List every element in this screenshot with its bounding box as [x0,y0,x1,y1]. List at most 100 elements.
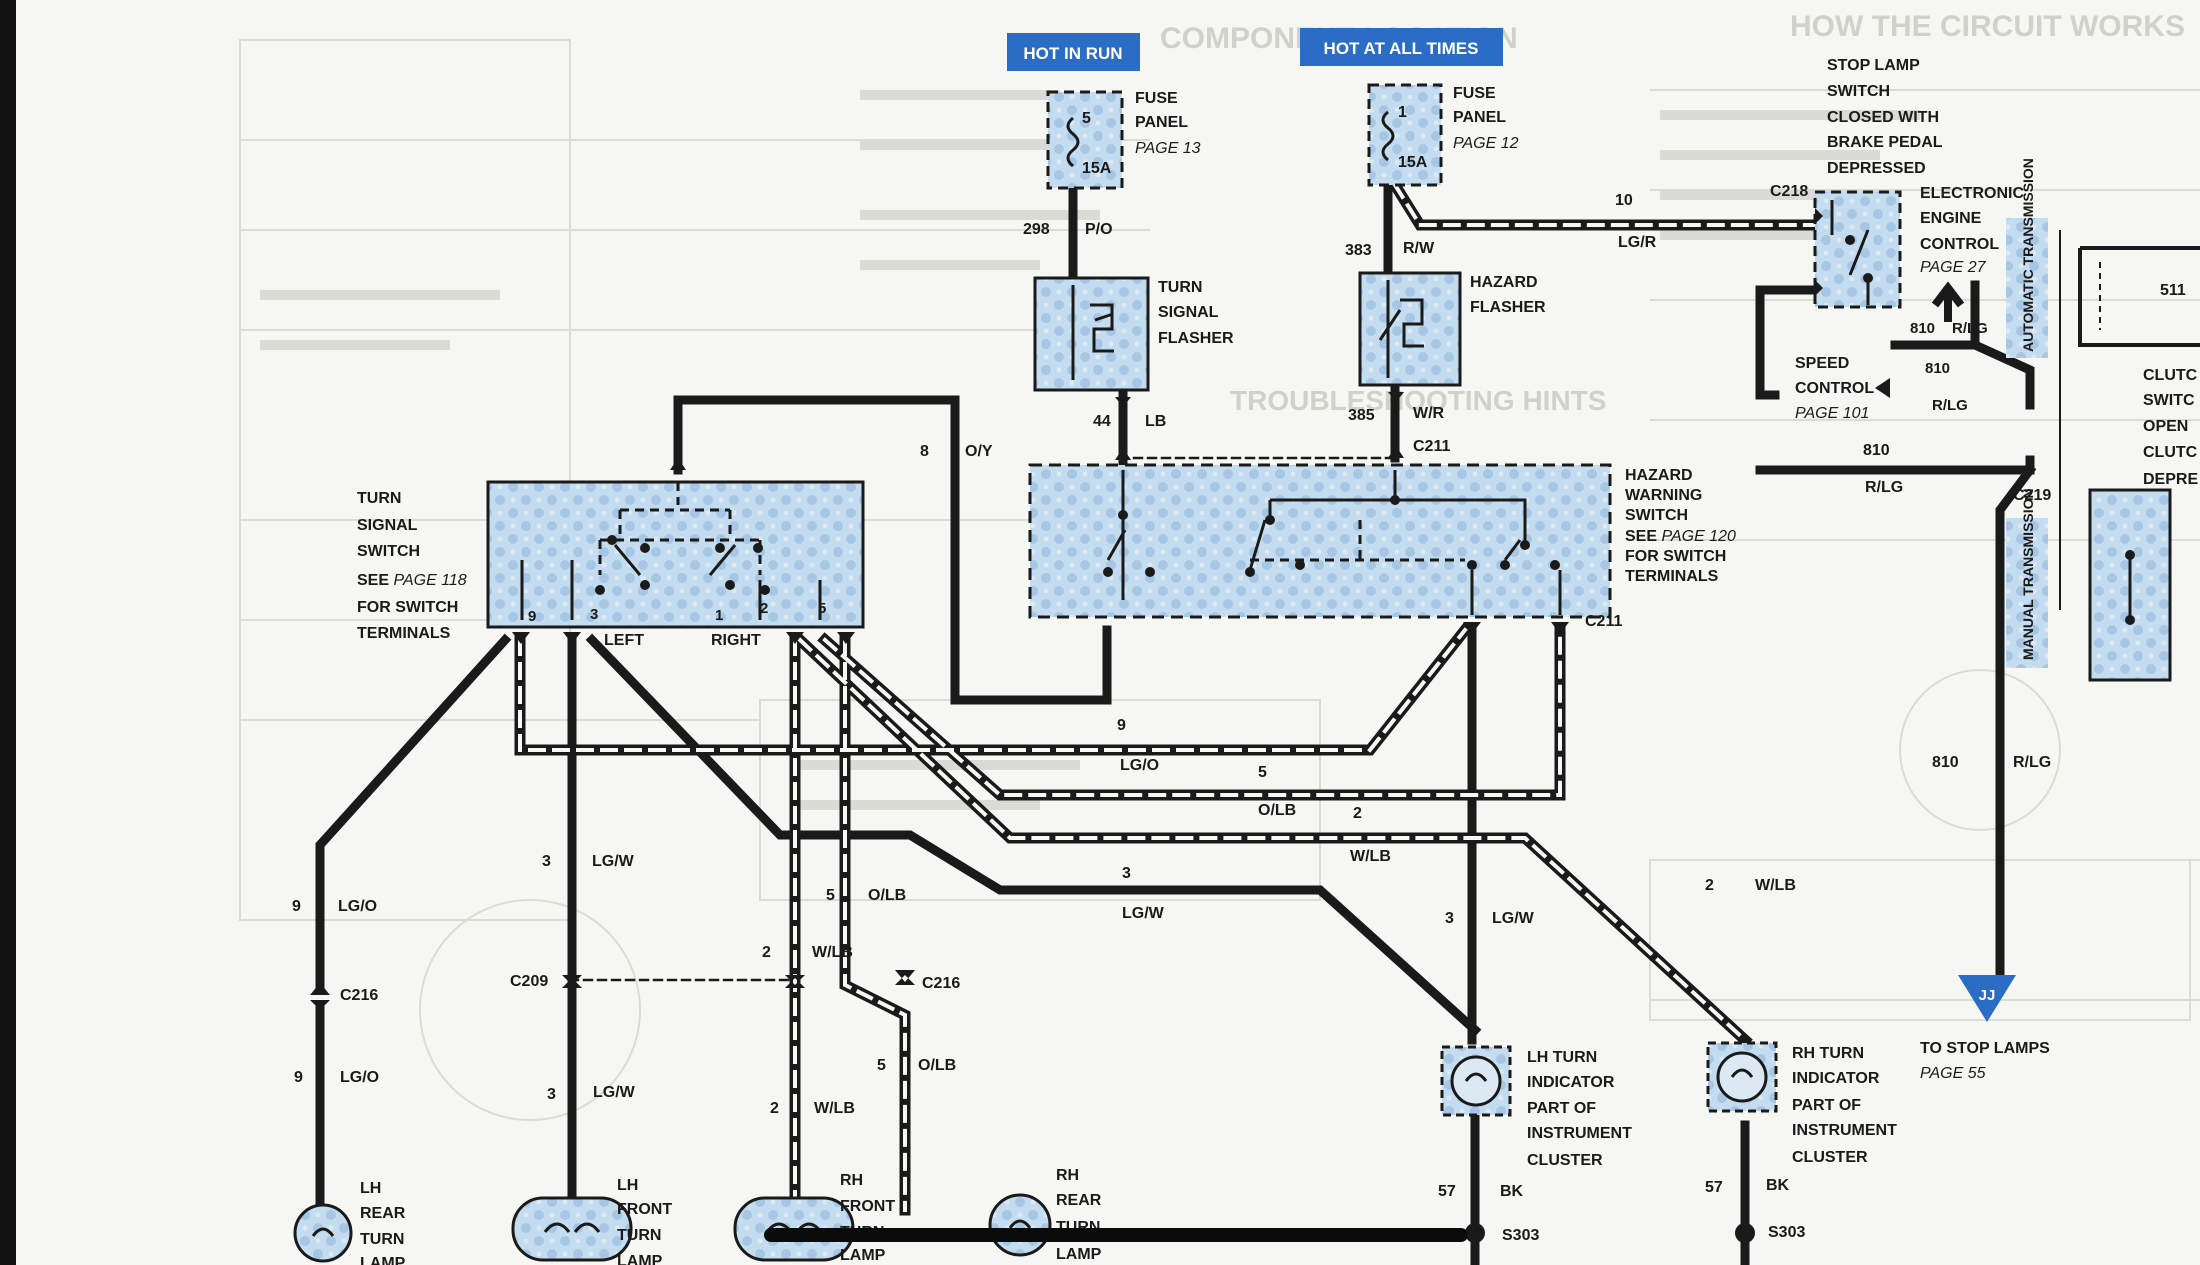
page-ref: PAGE 27 [1920,259,1987,276]
splice-s303: S303 [1768,1224,1805,1241]
component-label: REAR [360,1205,406,1222]
jj-connector-icon [1958,975,2016,1022]
electronic-engine-control-ref: ELECTRONIC ENGINE CONTROL PAGE 27 [1920,185,2024,322]
component-label: TURN [617,1227,661,1244]
wire-number: 9 [292,898,301,915]
connector-c211: C211 [1585,613,1622,630]
svg-text:9: 9 [292,898,301,915]
component-label: PART OF [1792,1097,1861,1114]
svg-text:LG/O: LG/O [1120,757,1159,774]
ghost-heading-troubleshooting: TROUBLESHOOTING HINTS [1230,385,1606,416]
wire-number: 3 [542,853,551,870]
wire-number: 810 [1932,754,1959,771]
wire-number: 810 [1863,442,1890,459]
wire-color: O/Y [965,443,993,460]
switch-right-label: RIGHT [711,632,761,649]
svg-text:LG/W: LG/W [1122,905,1165,922]
wire-number: 810 [1925,360,1950,377]
component-label: FRONT [617,1201,672,1218]
svg-text:P/O: P/O [1085,221,1113,238]
wire-number: 9 [1117,717,1126,734]
jj-label: JJ [1979,987,1996,1004]
home-indicator-bar[interactable] [764,1228,1468,1242]
wire-number: 2 [762,944,771,961]
component-label: CLUSTER [1527,1152,1603,1169]
wire-9-lh-rear-upper [315,633,512,995]
fuse-number: 5 [1082,110,1091,127]
svg-text:10: 10 [1615,192,1633,209]
svg-text:R/LG: R/LG [1952,320,1988,337]
svg-text:LG/W: LG/W [592,853,635,870]
terminal-2: 2 [760,600,768,617]
wire-number: 10 [1615,192,1633,209]
flasher-label: FLASHER [1158,330,1234,347]
component-label: LH TURN [1527,1049,1597,1066]
wire-color: W/LB [1755,877,1796,894]
wire-number: 8 [920,443,929,460]
component-label: CLUTC [2143,444,2198,461]
component-label: RH [840,1172,863,1189]
terminal-5: 5 [818,600,826,617]
component-label: ELECTRONIC [1920,185,2024,202]
svg-text:44: 44 [1093,413,1111,430]
component-label: CLUTC [2143,367,2198,384]
wire-color: LG/W [593,1084,636,1101]
connectors: C218 C211 C211 C219 C216 C209 C216 S303 … [310,183,2051,1244]
flasher-label: TURN [1158,279,1202,296]
wire-number: 3 [1122,865,1131,882]
switch-body [486,480,865,629]
component-label: RH TURN [1792,1045,1864,1062]
splice-s303: S303 [1502,1227,1539,1244]
component-label: PART OF [1527,1100,1596,1117]
component-label: DEPRE [2143,471,2198,488]
wire-color: R/LG [1932,397,1968,414]
flasher-symbol [1071,285,1114,380]
wire-color: W/LB [812,944,853,961]
component-label: LAMP [617,1253,663,1265]
wire-number: 298 [1023,221,1050,238]
page-ref: PAGE 101 [1795,405,1869,422]
fuse-rating: 15A [1398,154,1428,171]
svg-text:LG/R: LG/R [1618,234,1657,251]
wire-color: R/LG [2013,754,2051,771]
component-label: RH [1056,1167,1079,1184]
component-label: OPEN [2143,418,2188,435]
wire-color: LG/O [340,1069,379,1086]
wire-number: 385 [1348,407,1375,424]
svg-text:9: 9 [294,1069,303,1086]
switch-left-label: LEFT [604,632,644,649]
svg-text:2: 2 [1353,805,1362,822]
wire-number: 810 [1910,320,1935,337]
wires [315,177,2037,1265]
svg-text:810: 810 [1863,442,1890,459]
turn-signal-switch: 9 3 1 2 5 LEFT RIGHT TURN SIGNAL SWITCH … [357,480,865,649]
svg-text:810: 810 [1925,360,1950,377]
wire-number: 3 [1445,910,1454,927]
svg-text:57: 57 [1438,1183,1456,1200]
wire-810 [1755,280,2037,990]
svg-text:298: 298 [1023,221,1050,238]
component-label: CONTROL [1795,380,1874,397]
wire-color: W/LB [1350,848,1391,865]
wire-color: LG/O [338,898,377,915]
component-label: LH [617,1177,638,1194]
wire-number: 2 [1353,805,1362,822]
wire-color: O/LB [868,887,906,904]
hot-in-run-label: HOT IN RUN [1023,44,1122,63]
svg-text:LG/W: LG/W [1492,910,1535,927]
component-label: INSTRUMENT [1792,1122,1897,1139]
component-label: DEPRESSED [1827,160,1926,177]
fuse-panel-all-times: 1 15A FUSE PANEL PAGE 12 [1367,83,1519,187]
svg-text:2: 2 [770,1100,779,1117]
bulb-icon [1450,1055,1502,1107]
stop-lamp-switch: STOP LAMP SWITCH CLOSED WITH BRAKE PEDAL… [1813,57,1943,309]
svg-text:LB: LB [1145,413,1166,430]
svg-text:385: 385 [1348,407,1375,424]
component-label: FOR SWITCH [357,599,458,616]
svg-text:3: 3 [547,1086,556,1103]
svg-text:57: 57 [1705,1179,1723,1196]
wire-number: 44 [1093,413,1111,430]
fuse-label: PANEL [1453,109,1506,126]
